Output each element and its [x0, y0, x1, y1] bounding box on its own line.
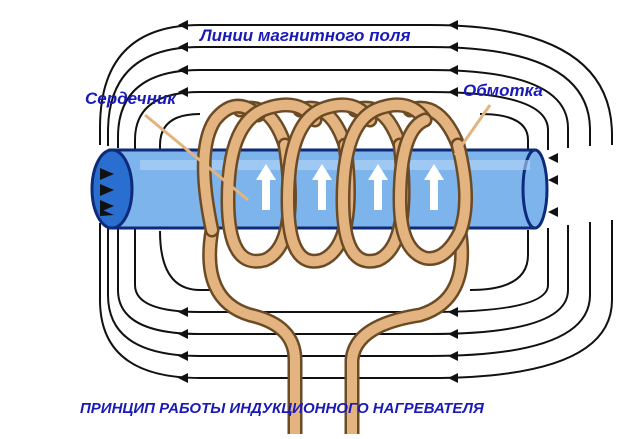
field-line: [99, 24, 613, 145]
arrowhead-icon: [178, 65, 188, 75]
field-lines-lower: [99, 220, 613, 379]
core-label: Сердечник: [85, 89, 176, 108]
arrowhead-icon: [178, 373, 188, 383]
winding-pointer: [453, 104, 492, 156]
field-line: [159, 113, 201, 150]
field-line: [107, 222, 591, 357]
arrowhead-icon: [548, 175, 558, 185]
coil-front: [196, 97, 473, 269]
arrowhead-icon: [178, 307, 188, 317]
current-arrows: [256, 164, 444, 210]
arrow-up-icon: [256, 164, 276, 210]
arrowhead-icon: [548, 207, 558, 217]
caption: ПРИНЦИП РАБОТЫ ИНДУКЦИОННОГО НАГРЕВАТЕЛЯ: [80, 400, 484, 417]
arrowhead-icon: [100, 200, 114, 212]
field-line: [469, 230, 529, 291]
arrow-up-icon: [312, 164, 332, 210]
arrowhead-icon: [448, 42, 458, 52]
arrowhead-icon: [178, 42, 188, 52]
field-line: [107, 46, 591, 146]
field-line: [117, 225, 569, 335]
arrow-up-icon: [424, 164, 444, 210]
arrowhead-icon: [100, 184, 114, 196]
field-line: [134, 91, 549, 150]
arrowhead-icon: [448, 307, 458, 317]
core-pointer: [144, 113, 249, 202]
coil-leads: [202, 228, 470, 434]
arrowhead-icon: [548, 153, 558, 163]
arrowhead-icon: [448, 351, 458, 361]
arrow-up-icon: [368, 164, 388, 210]
arrowhead-icon: [448, 329, 458, 339]
arrowhead-icon: [178, 351, 188, 361]
arrowhead-icon: [100, 209, 114, 216]
field-lines-label: Линии магнитного поля: [200, 26, 411, 45]
arrowhead-icon: [100, 168, 114, 180]
field-lines-upper: [99, 24, 613, 150]
label-pointers: [144, 104, 492, 202]
winding-label: Обмотка: [463, 81, 543, 100]
arrowhead-icon: [178, 87, 188, 97]
arrowhead-icon: [178, 329, 188, 339]
field-arrows: [178, 20, 558, 383]
arrowhead-icon: [448, 87, 458, 97]
field-line: [159, 230, 210, 291]
arrowhead-icon: [448, 373, 458, 383]
arrowhead-icon: [448, 20, 458, 30]
field-line: [99, 220, 613, 379]
field-line: [117, 69, 569, 148]
field-line: [479, 113, 529, 150]
arrowhead-icon: [178, 20, 188, 30]
arrowhead-icon: [448, 65, 458, 75]
